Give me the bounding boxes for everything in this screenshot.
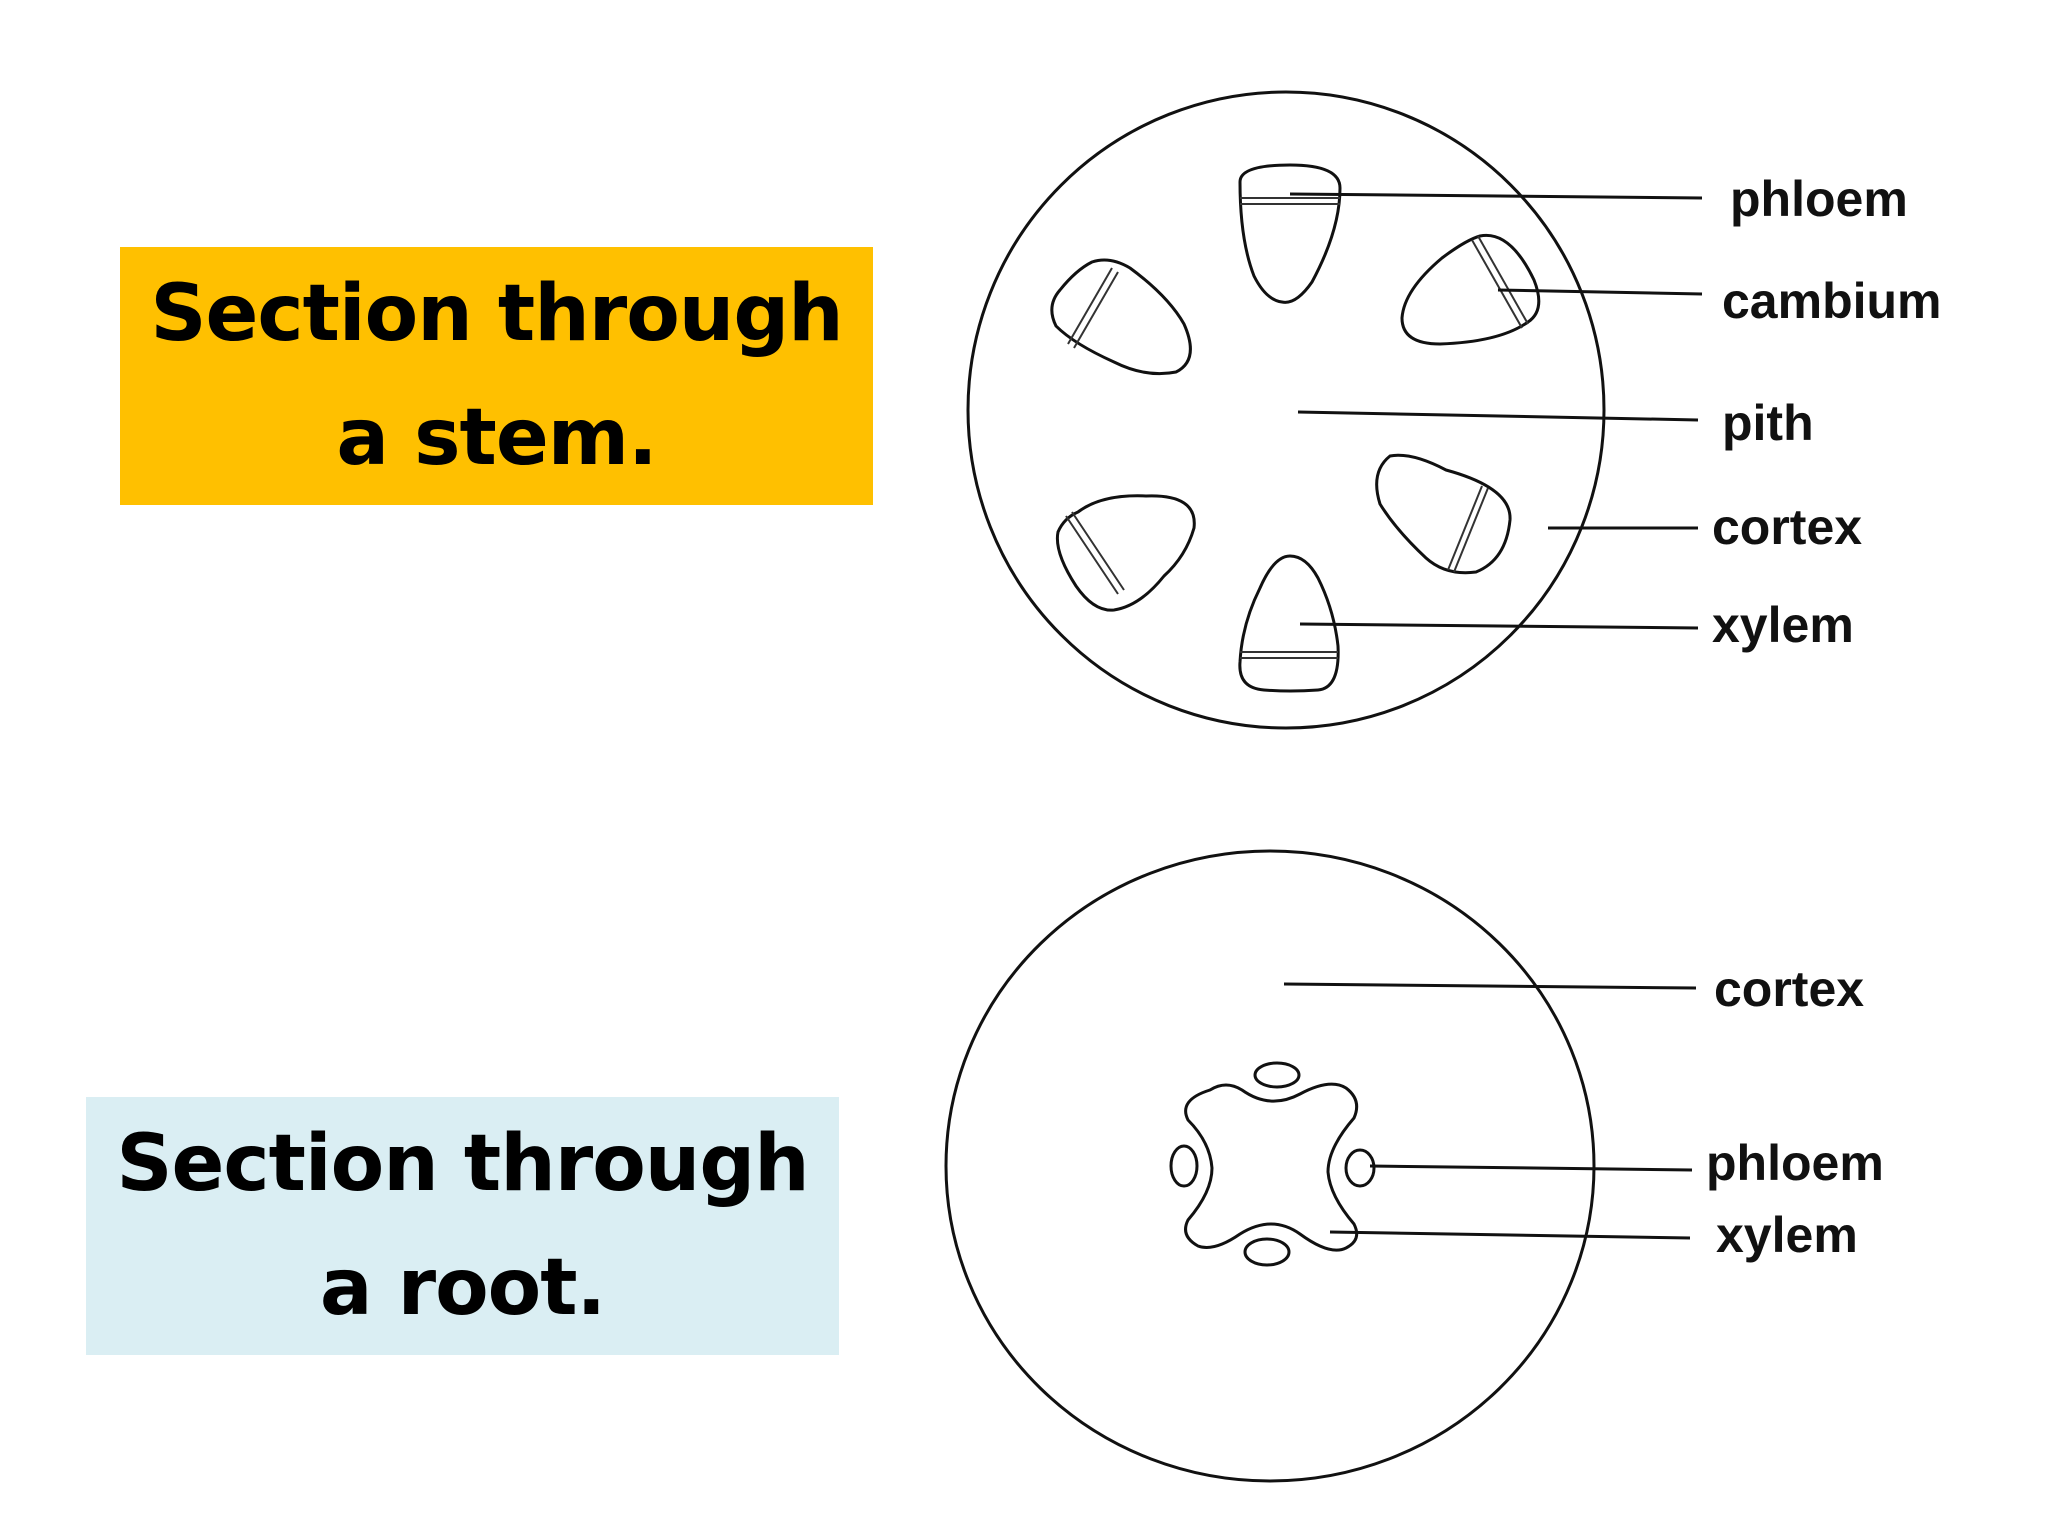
stem-diagram: phloem cambium pith cortex xylem — [966, 90, 1942, 730]
label-stem-xylem: xylem — [1712, 597, 1854, 653]
leader-stem-phloem — [1289, 192, 1703, 200]
root-phloem-left — [1169, 1144, 1199, 1188]
leader-root-phloem — [1369, 1164, 1693, 1172]
vascular-bundle-bottom — [1238, 554, 1340, 693]
root-xylem-core — [1184, 1082, 1359, 1252]
label-stem-cambium: cambium — [1722, 273, 1942, 329]
root-title-line2: a root. — [319, 1243, 606, 1333]
vascular-bundle-lower-left — [1055, 494, 1196, 612]
stem-outline — [966, 90, 1606, 730]
vascular-bundle-lower-right — [1375, 453, 1512, 575]
root-title-box: Section through a root. — [86, 1097, 839, 1355]
label-root-xylem: xylem — [1716, 1207, 1858, 1263]
root-phloem-right — [1344, 1148, 1376, 1188]
root-phloem-bottom — [1243, 1237, 1291, 1267]
root-diagram: cortex phloem xylem — [944, 849, 1884, 1483]
label-root-cortex: cortex — [1714, 961, 1864, 1017]
label-stem-phloem: phloem — [1730, 171, 1908, 227]
leader-stem-pith — [1297, 410, 1699, 422]
vascular-bundle-upper-right — [1400, 233, 1541, 346]
leader-stem-cambium — [1497, 288, 1703, 296]
label-stem-cortex: cortex — [1712, 499, 1862, 555]
stem-title-box: Section through a stem. — [120, 247, 873, 505]
stem-title-line2: a stem. — [336, 393, 657, 483]
root-outline — [944, 849, 1596, 1483]
label-stem-pith: pith — [1722, 395, 1814, 451]
leader-stem-xylem — [1299, 622, 1699, 630]
vascular-bundle-top — [1238, 163, 1342, 304]
leader-root-cortex — [1283, 982, 1697, 990]
leader-root-xylem — [1329, 1230, 1691, 1240]
root-title-line1: Section through — [116, 1119, 809, 1209]
label-root-phloem: phloem — [1706, 1135, 1884, 1191]
stem-title-line1: Section through — [150, 269, 843, 359]
root-phloem-top — [1253, 1061, 1301, 1089]
vascular-bundle-upper-left — [1050, 258, 1192, 376]
